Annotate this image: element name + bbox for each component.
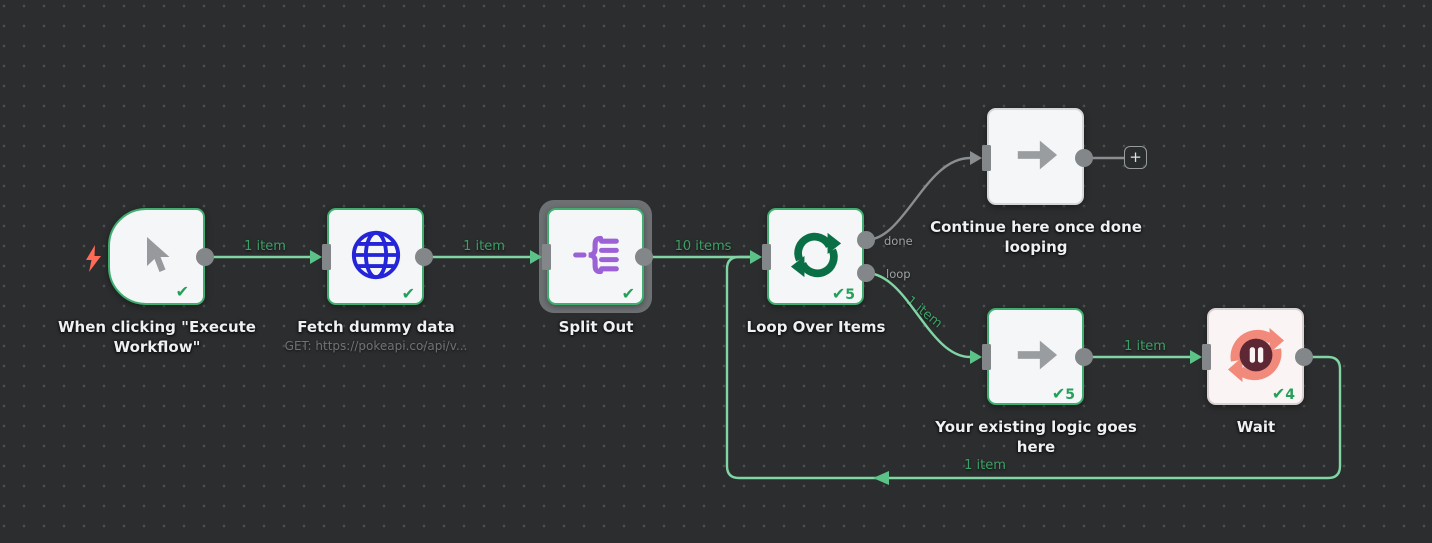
node-fetch-dummy-data[interactable]: ✔ <box>327 208 424 305</box>
node-title: Fetch dummy data <box>297 318 455 336</box>
arrow-right-icon <box>1013 137 1059 177</box>
node-your-existing-logic-goes-here[interactable]: ✔5 <box>987 308 1084 405</box>
success-check-icon: ✔4 <box>1271 384 1295 403</box>
lightning-bolt-icon <box>86 245 102 277</box>
arrowhead-icon <box>1190 350 1202 364</box>
success-check-icon: ✔5 <box>1051 384 1075 403</box>
items-count-badge: 4 <box>1285 387 1295 403</box>
edge-label: 1 item <box>463 239 505 254</box>
arrow-right-icon <box>1013 337 1059 377</box>
loop-arrows-icon <box>789 228 843 286</box>
node-split-out[interactable]: ✔ <box>547 208 644 305</box>
arrowhead-icon <box>310 250 322 264</box>
node-title: When clicking "Execute Workflow" <box>58 318 256 357</box>
node-when-clicking-execute-workflow[interactable]: ✔ <box>108 208 205 305</box>
edge-label: 1 item <box>244 239 286 254</box>
plus-icon: + <box>1129 148 1142 166</box>
output-label-loop: loop <box>886 267 911 281</box>
node-continue-here-once-done-looping[interactable] <box>987 108 1084 205</box>
wait-pause-icon <box>1227 326 1285 388</box>
arrowhead-icon <box>750 250 762 264</box>
items-count-badge: 5 <box>845 287 855 303</box>
edge-label: 1 item <box>964 458 1006 473</box>
split-out-icon <box>570 231 622 283</box>
success-check-icon: ✔ <box>401 284 415 303</box>
success-check-icon: ✔5 <box>831 284 855 303</box>
items-count-badge: 5 <box>1065 387 1075 403</box>
node-title: Continue here once done looping <box>930 218 1142 257</box>
node-wait[interactable]: ✔4 <box>1207 308 1304 405</box>
node-title: Split Out <box>558 318 634 336</box>
node-title: Wait <box>1236 418 1276 436</box>
node-title: Your existing logic goes here <box>935 418 1137 457</box>
node-title-group: Fetch dummy data GET: https://pokeapi.co… <box>266 317 486 354</box>
mouse-cursor-icon <box>141 235 173 279</box>
output-label-done: done <box>884 234 913 248</box>
success-check-icon: ✔ <box>175 282 189 301</box>
add-node-button[interactable]: + <box>1124 146 1147 169</box>
arrowhead-icon <box>970 350 982 364</box>
arrowhead-icon <box>873 471 889 485</box>
node-subtitle: GET: https://pokeapi.co/api/v... <box>284 339 468 354</box>
edge-label: 10 items <box>674 239 732 254</box>
arrowhead-icon <box>970 151 982 165</box>
node-title: Loop Over Items <box>746 318 886 336</box>
node-loop-over-items[interactable]: ✔5 <box>767 208 864 305</box>
success-check-icon: ✔ <box>621 284 635 303</box>
globe-icon <box>349 228 403 286</box>
edge-label: 1 item <box>1124 339 1166 354</box>
